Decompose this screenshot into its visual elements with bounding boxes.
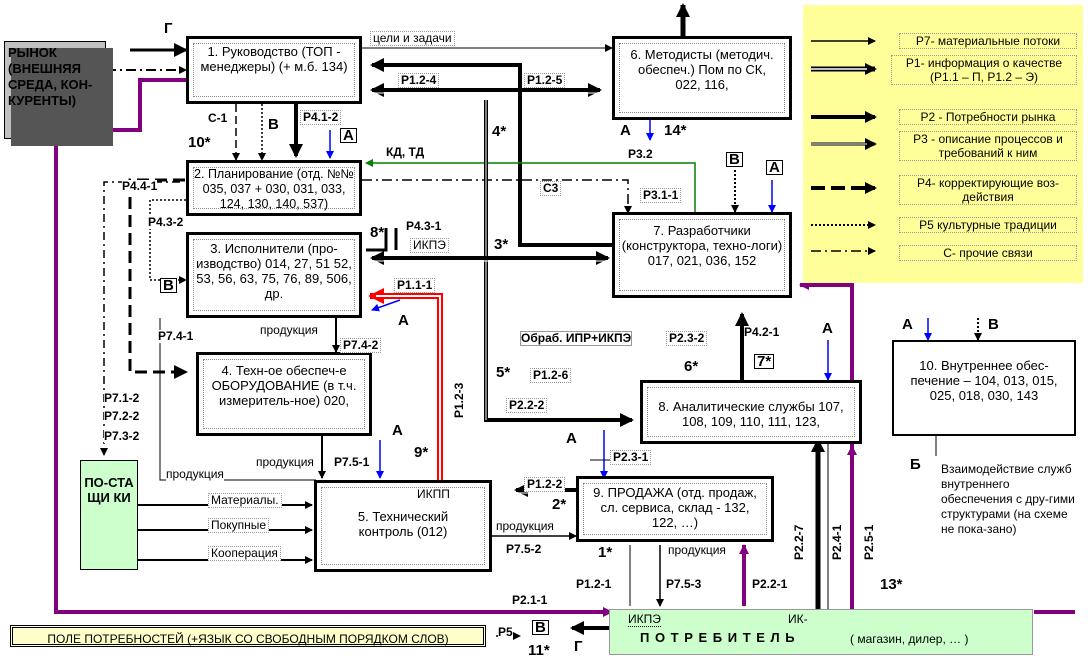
legend-panel: Р7- материальные потоки Р1- информация о… [803, 5, 1083, 283]
label-obrab: Обраб. ИПР+ИКПЭ [520, 331, 633, 346]
label-bb: Б [910, 456, 921, 473]
label-p712: Р7.1-2 [104, 391, 140, 405]
label-b5: В [988, 316, 999, 333]
label-p431: Р4.3-1 [406, 219, 442, 233]
label-p126: Р1.2-6 [530, 368, 572, 383]
label-p111: Р1.1-1 [394, 278, 436, 293]
internal-support-box: 10. Внутреннее обес-печение – 104, 013, … [892, 340, 1076, 436]
label-p222: Р2.2-2 [506, 398, 548, 413]
internal-note: Взаимодействие служб внутреннего обеспеч… [941, 462, 1075, 536]
management-box: 1. Руководство (ТОП - менеджеры) (+ м.б.… [186, 36, 362, 104]
sales-box: 9. ПРОДАЖА (отд. продаж, сл. сервиса, ск… [576, 476, 774, 542]
label-p412: Р4.1-2 [300, 110, 342, 125]
field-of-needs: ПОЛЕ ПОТРЕБНОСТЕЙ (+ЯЗЫК СО СВОБОДНЫМ ПО… [10, 625, 486, 647]
label-n2: 2* [552, 496, 567, 513]
label-p232: Р2.3-2 [666, 331, 708, 346]
label-p311: Р3.1-1 [640, 188, 682, 203]
label-g-top: Г [164, 20, 173, 37]
label-n6: 6* [684, 358, 699, 375]
label-n7: 7* [754, 354, 775, 369]
label-p211: Р2.1-1 [512, 593, 548, 607]
consumer-tag-1: ИКПЭ [628, 612, 661, 627]
label-production2: продукция [256, 455, 314, 469]
label-cooperation: Кооперация [208, 546, 281, 561]
label-p124: Р1.2-4 [398, 73, 440, 88]
label-n14: 14* [664, 122, 687, 139]
label-goals: цели и задачи [370, 31, 455, 46]
label-n10: 10* [188, 134, 211, 151]
label-production5: продукция [668, 543, 726, 557]
label-b3: В [160, 278, 177, 293]
label-p753: Р7.5-3 [666, 577, 702, 591]
label-b2: В [726, 152, 743, 167]
label-n13: 13* [880, 576, 903, 593]
equipment-box: 4. Техн-ое обеспеч-е ОБОРУДОВАНИЕ (в т.ч… [196, 352, 372, 436]
consumer-tag-2: ИК- [788, 612, 808, 626]
analytics-box: 8. Аналитические службы 107, 108, 109, 1… [640, 380, 862, 444]
label-p125: Р1.2-5 [524, 73, 566, 88]
label-p122: Р1.2-2 [524, 477, 566, 492]
label-p441: Р4.4-1 [122, 179, 158, 193]
label-purchased: Покупные [208, 518, 270, 533]
label-p221: Р2.2-1 [752, 577, 788, 591]
label-n8: 8* [370, 224, 385, 241]
label-p751: Р7.5-1 [334, 455, 370, 469]
label-n11: 11* [528, 642, 550, 659]
label-materials: Материалы. [208, 493, 282, 508]
label-kd: КД, ТД [386, 145, 425, 159]
label-n9: 9* [414, 444, 429, 461]
label-a5: А [822, 320, 833, 337]
label-p741: Р7.4-1 [158, 329, 194, 343]
label-n3: 3* [494, 236, 509, 253]
label-g4: Г [574, 638, 583, 655]
label-a4: А [398, 312, 409, 329]
label-p722: Р7.2-2 [104, 409, 140, 423]
label-c1: С-1 [208, 111, 228, 125]
label-a1: А [340, 128, 357, 143]
technical-control-box: ИКПП 5. Технический контроль (012) [314, 480, 492, 572]
label-p251: Р2.5-1 [862, 524, 876, 560]
label-p5: Р5 [498, 625, 513, 639]
label-n4: 4* [492, 123, 507, 140]
consumer-sub: ( магазин, дилер, … ) [850, 632, 969, 646]
label-p123: Р1.2-3 [452, 382, 466, 418]
technical-control-tag: ИКПП [417, 487, 450, 501]
legend-lines [811, 37, 877, 255]
label-p742: Р7.4-2 [340, 338, 382, 353]
label-b1: В [268, 116, 279, 133]
label-p732: Р7.3-2 [104, 429, 140, 443]
label-b4: В [532, 620, 549, 635]
label-p231: Р2.3-1 [610, 450, 652, 465]
label-p32: Р3.2 [628, 147, 653, 161]
consumer-label: П О Т Р Е Б И Т Е Л Ь [640, 630, 796, 645]
label-p121: Р1.2-1 [576, 577, 612, 591]
label-p227: Р2.2-7 [792, 524, 806, 560]
label-p241: Р2.4-1 [830, 524, 844, 560]
label-production4: продукция [496, 519, 554, 533]
label-p752: Р7.5-2 [506, 542, 542, 556]
label-production3: продукция [166, 467, 224, 481]
label-a7: А [566, 430, 577, 447]
label-ikpe1: ИКПЭ [410, 238, 449, 253]
label-p432: Р4.3-2 [148, 215, 184, 229]
methodists-box: 6. Методисты (методич. обеспеч.) Пом по … [612, 36, 792, 120]
label-production1: продукция [260, 323, 318, 337]
executors-box: 3. Исполнители (про-изводство) 014, 27, … [186, 232, 362, 318]
label-a6: А [392, 422, 403, 439]
label-a3: А [766, 160, 783, 175]
label-n5: 5* [496, 364, 511, 381]
planning-box: 2. Планирование (отд. №№ 035, 037 + 030,… [186, 160, 362, 216]
consumer-box: ИКПЭ ИК- П О Т Р Е Б И Т Е Л Ь ( магазин… [609, 609, 1033, 655]
label-a8: А [902, 316, 913, 333]
developers-box: 7. Разработчики (конструктора, техно-лог… [612, 212, 792, 298]
label-p421: Р4.2-1 [744, 325, 780, 339]
label-a2: А [620, 122, 631, 139]
label-c3: С3 [540, 181, 562, 196]
market-box: РЫНОК (ВНЕШНЯЯ СРЕДА, КОН-КУРЕНТЫ) [4, 41, 113, 146]
suppliers-box: ПО-СТА ЩИ КИ [80, 460, 138, 570]
label-n1: 1* [598, 544, 613, 561]
